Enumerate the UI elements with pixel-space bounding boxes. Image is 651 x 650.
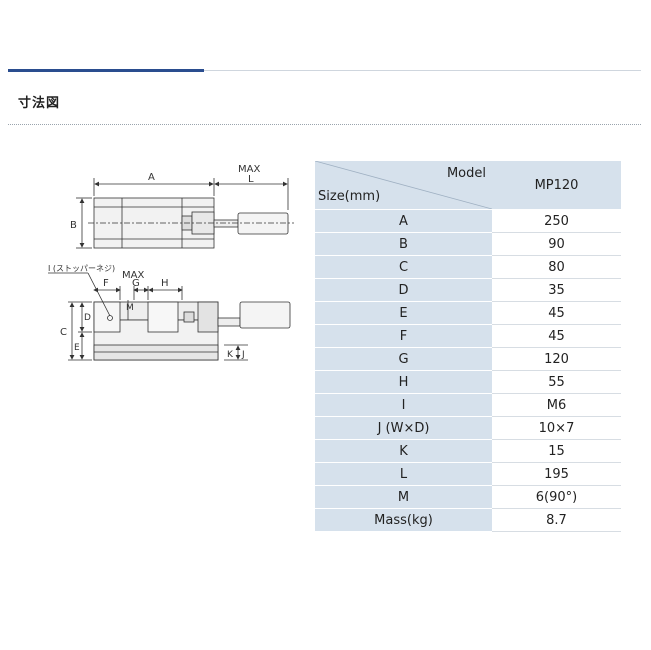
table-header-row: Model Size(mm) MP120: [315, 161, 621, 210]
row-value: 55: [492, 370, 621, 394]
row-label: H: [315, 370, 492, 394]
table-row: J (W×D)10×7: [315, 416, 621, 440]
row-label: Mass(kg): [315, 508, 492, 532]
row-value: 120: [492, 347, 621, 371]
row-value: 90: [492, 232, 621, 256]
row-label: B: [315, 232, 492, 256]
label-E: E: [74, 343, 80, 353]
row-value: 35: [492, 278, 621, 302]
model-name-cell: MP120: [492, 161, 621, 210]
row-value: 80: [492, 255, 621, 279]
dimension-drawing: A MAX L B I (ストッパーネジ) F MAX G H M C D E …: [48, 164, 294, 361]
label-G: G: [132, 278, 140, 289]
row-value: 15: [492, 439, 621, 463]
label-L: L: [248, 174, 254, 185]
row-label: D: [315, 278, 492, 302]
diagonal-divider: [315, 161, 492, 209]
row-label: J (W×D): [315, 416, 492, 440]
header-model-label: Model: [446, 166, 486, 181]
row-label: F: [315, 324, 492, 348]
row-label: K: [315, 439, 492, 463]
label-A: A: [148, 172, 155, 183]
row-value: 195: [492, 462, 621, 486]
label-J: J: [241, 350, 245, 360]
row-label: G: [315, 347, 492, 371]
row-label: A: [315, 209, 492, 233]
label-MAX: MAX: [238, 164, 260, 175]
table-header-corner: Model Size(mm): [315, 161, 492, 210]
row-label: L: [315, 462, 492, 486]
label-D: D: [84, 313, 91, 323]
section-title: 寸法図: [18, 96, 61, 111]
row-value: M6: [492, 393, 621, 417]
label-F: F: [103, 278, 109, 289]
table-row: Mass(kg)8.7: [315, 508, 621, 532]
header-size-label: Size(mm): [318, 189, 381, 204]
label-K: K: [227, 350, 234, 360]
label-M: M: [126, 303, 134, 313]
label-MAX2: MAX: [122, 270, 144, 281]
dotted-divider: [8, 124, 641, 125]
row-label: E: [315, 301, 492, 325]
label-C: C: [60, 327, 67, 338]
row-label: C: [315, 255, 492, 279]
row-value: 45: [492, 301, 621, 325]
header-accent-bar: [8, 69, 204, 72]
row-value: 45: [492, 324, 621, 348]
row-value: 8.7: [492, 508, 621, 532]
label-I-note: I (ストッパーネジ): [48, 264, 115, 273]
row-label: I: [315, 393, 492, 417]
label-H: H: [161, 278, 169, 289]
row-value: 6(90°): [492, 485, 621, 509]
header-divider: [8, 70, 641, 71]
row-value: 10×7: [492, 416, 621, 440]
row-label: M: [315, 485, 492, 509]
row-value: 250: [492, 209, 621, 233]
label-B: B: [70, 220, 77, 231]
